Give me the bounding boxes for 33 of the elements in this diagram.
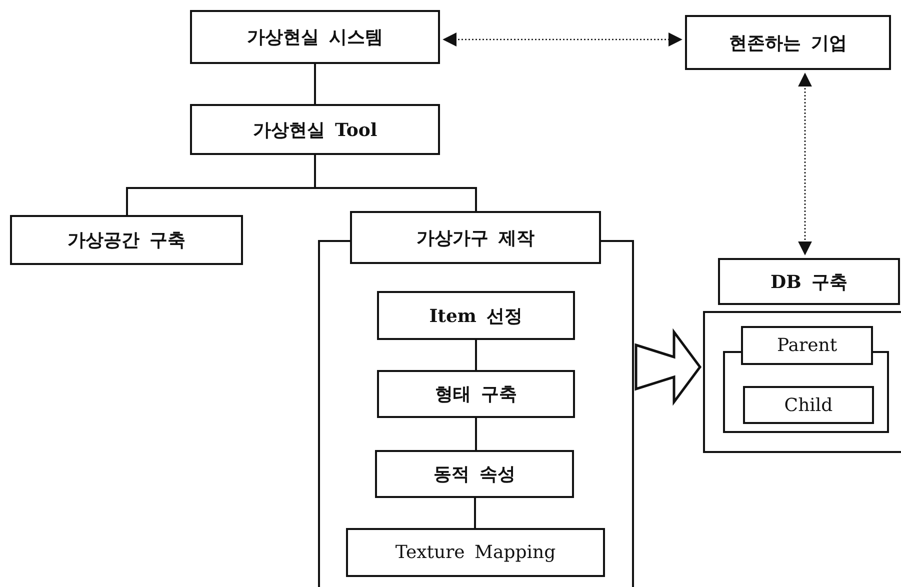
process-box <box>190 10 440 64</box>
dotted-arrow <box>442 32 682 46</box>
process-box <box>350 211 601 264</box>
box-label: Texture Mapping <box>395 542 556 563</box>
process-box <box>377 370 575 418</box>
connector-line <box>475 340 477 370</box>
process-box <box>375 450 574 498</box>
box-label: 가상가구 제작 <box>416 226 535 250</box>
box-label: 현존하는 기업 <box>728 32 848 54</box>
box-label: 동적 속성 <box>433 463 516 486</box>
block-arrow <box>634 328 702 406</box>
process-box <box>685 15 891 70</box>
frame-box <box>703 311 901 453</box>
box-label: Parent <box>776 335 838 356</box>
process-box <box>190 104 440 155</box>
box-label: Item 선정 <box>429 304 523 328</box>
box-label: DB 구축 <box>770 270 848 294</box>
connector-line <box>474 498 476 528</box>
box-label: 형태 구축 <box>434 383 518 406</box>
box-label: Child <box>784 394 833 416</box>
process-box <box>741 326 873 365</box>
process-box <box>743 386 874 424</box>
box-label: 가상현실 시스템 <box>246 26 384 49</box>
connector-line <box>475 418 477 450</box>
dotted-arrow <box>798 72 812 256</box>
box-label: 가상공간 구축 <box>67 229 186 252</box>
process-box <box>346 528 605 577</box>
box-label: 가상현실 Tool <box>252 118 378 142</box>
process-box <box>718 258 900 305</box>
connector-line <box>314 64 316 104</box>
process-box <box>377 291 575 340</box>
process-box <box>10 215 243 265</box>
connector-line <box>314 155 477 211</box>
